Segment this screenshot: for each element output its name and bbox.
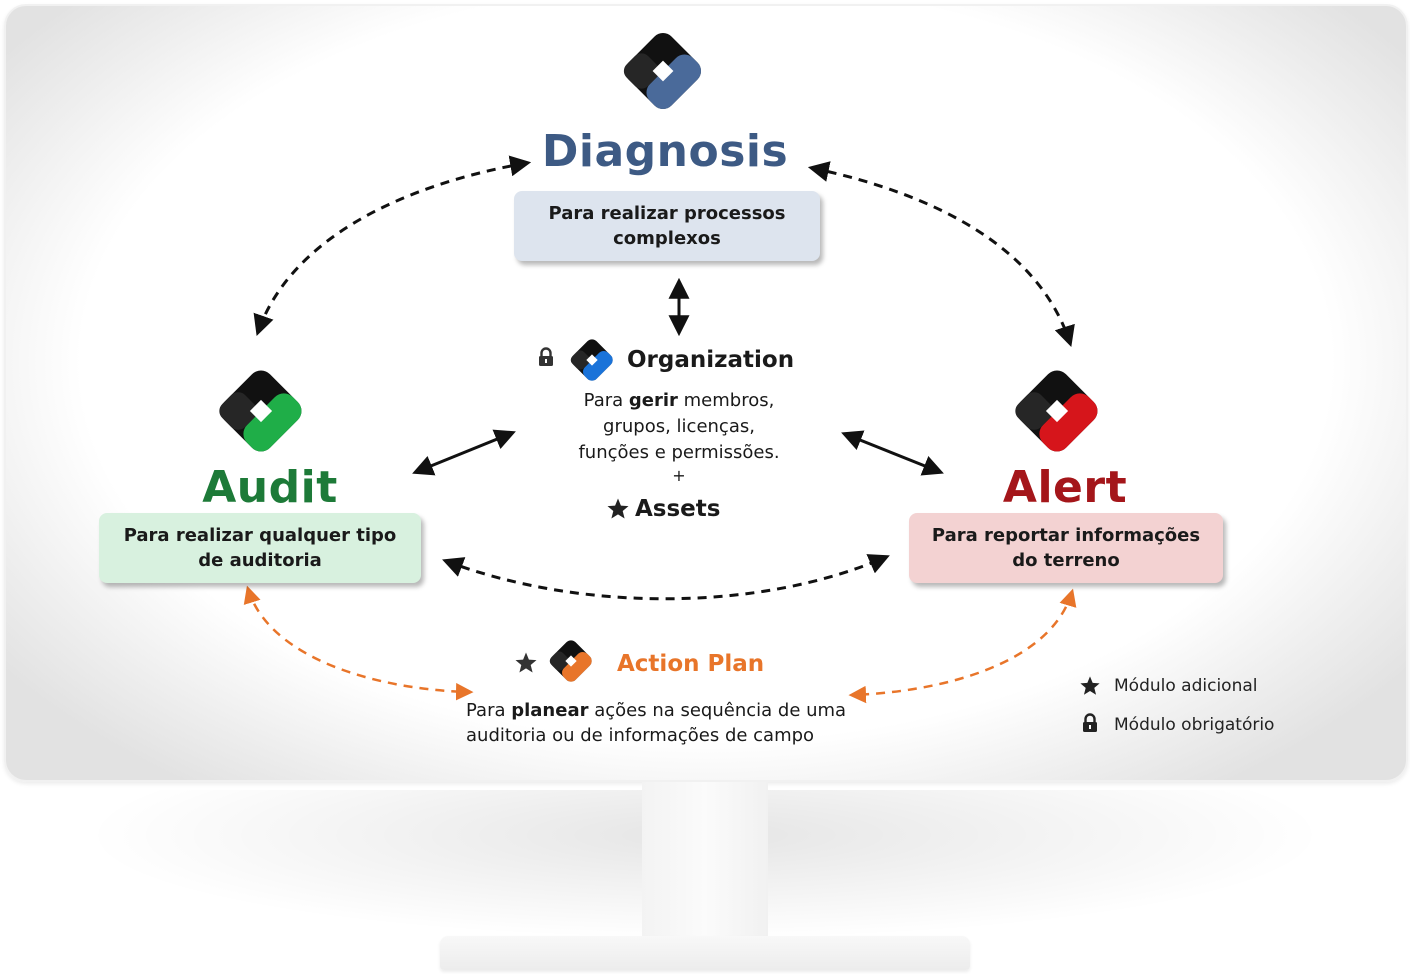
action-plan-description-line-2: auditoria ou de informações de campo <box>466 725 815 746</box>
action-plan-description-line-1: Para planear ações na sequência de uma <box>466 700 847 721</box>
alert-logo-icon <box>1015 370 1098 452</box>
monitor-stand-base <box>440 936 970 970</box>
alert-description: Para reportar informações do terreno <box>931 525 1201 571</box>
action-plan-description: Para planear ações na sequência de uma a… <box>466 698 846 748</box>
arrow-diagnosis-alert <box>807 161 1075 347</box>
organization-description-line-2: grupos, licenças, <box>603 416 755 437</box>
arrow-audit-organization <box>412 429 516 476</box>
arrow-diagnosis-audit <box>253 155 532 336</box>
audit-logo-icon <box>219 370 302 452</box>
arrow-alert-actionplan <box>848 588 1077 704</box>
diagnosis-logo-icon <box>623 33 701 109</box>
organization-description: Para gerir membros, grupos, licenças, fu… <box>540 388 818 486</box>
action-plan-logo-icon <box>549 640 592 682</box>
legend-label-additional: Módulo adicional <box>1114 676 1258 696</box>
monitor-stand-neck <box>642 782 768 942</box>
organization-logo-icon <box>570 339 613 381</box>
organization-description-line-3: funções e permissões. <box>578 442 780 463</box>
star-icon <box>515 652 537 673</box>
audit-description-box: Para realizar qualquer tipo de auditoria <box>99 513 421 583</box>
legend-label-mandatory: Módulo obrigatório <box>1114 715 1275 735</box>
audit-description: Para realizar qualquer tipo de auditoria <box>123 525 397 571</box>
action-plan-title: Action Plan <box>617 651 765 677</box>
diagnosis-description-box: Para realizar processos complexos <box>514 191 820 261</box>
star-icon <box>1080 676 1100 695</box>
lock-icon <box>539 347 553 366</box>
assets-label: Assets <box>635 496 721 522</box>
audit-title: Audit <box>202 462 338 513</box>
arrow-audit-actionplan <box>243 585 474 701</box>
diagnosis-title: Diagnosis <box>541 126 789 177</box>
organization-description-line-1: Para gerir membros, <box>583 390 775 411</box>
arrow-alert-organization <box>841 430 944 476</box>
lock-icon <box>1083 713 1097 732</box>
star-icon <box>607 498 629 519</box>
alert-title: Alert <box>1002 462 1128 513</box>
diagnosis-description: Para realizar processos complexos <box>548 203 786 249</box>
plus-sign: + <box>672 466 686 485</box>
organization-title: Organization <box>627 347 795 373</box>
arrow-audit-alert <box>442 554 890 601</box>
alert-description-box: Para reportar informações do terreno <box>909 513 1223 583</box>
